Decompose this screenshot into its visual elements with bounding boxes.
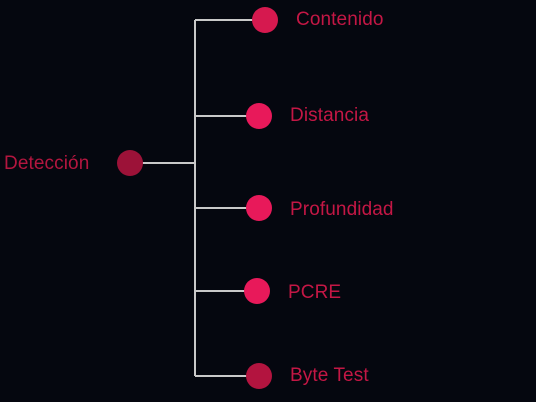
node-distancia — [246, 103, 272, 129]
node-profundidad — [246, 195, 272, 221]
node-byte-test — [246, 363, 272, 389]
label-profundidad: Profundidad — [290, 199, 394, 220]
root-label: Detección — [4, 153, 90, 174]
label-distancia: Distancia — [290, 105, 370, 126]
node-pcre — [244, 278, 270, 304]
label-contenido: Contenido — [296, 9, 384, 30]
root-node — [117, 150, 143, 176]
label-pcre: PCRE — [288, 282, 342, 303]
node-contenido — [252, 7, 278, 33]
label-byte-test: Byte Test — [290, 365, 369, 386]
